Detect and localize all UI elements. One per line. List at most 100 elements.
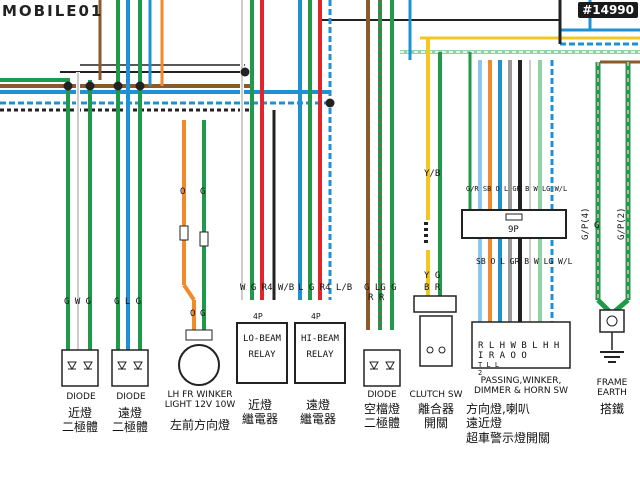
clutch-wires xyxy=(408,0,442,300)
diode2-wires xyxy=(98,0,142,350)
hi-relay-wires xyxy=(298,0,332,300)
clutch-switch-symbol xyxy=(413,295,457,367)
lo-relay-wires xyxy=(240,0,279,300)
clutch-zh: 離合器 開關 xyxy=(406,402,466,431)
clutch-zh-1: 離合器 xyxy=(417,402,454,416)
lo-beam-relay: 4P LO-BEAM RELAY xyxy=(236,312,288,384)
lo-relay-line2: RELAY xyxy=(248,349,276,360)
passing-sw-caption: PASSING,WINKER, DIMMER & HORN SW xyxy=(466,376,576,397)
winker-pin-o-top: O xyxy=(180,187,186,197)
diode3-caption: DIODE xyxy=(367,390,397,400)
code-gr2: GR xyxy=(512,185,521,193)
diode3-zh: 空檔燈 二極體 xyxy=(352,402,412,431)
connector-9p-bottom-codes: SB O L GR B W LG W/L xyxy=(476,258,572,266)
frame-earth-caption-2: EARTH xyxy=(597,388,627,399)
switch-pins-1: R L H W B L H H xyxy=(478,341,560,351)
passing-sw-caption-1: PASSING,WINKER, xyxy=(480,376,562,386)
lo-relay-4p: 4P xyxy=(253,312,263,321)
winker-bulb xyxy=(178,329,220,386)
winker-pin-o-bottom: O xyxy=(190,309,196,319)
diode1-caption: DIODE xyxy=(66,392,96,402)
winker-pin-g-top: G xyxy=(200,187,206,197)
diode2-symbol xyxy=(111,349,149,387)
diode2-zh: 遠燈 二極體 xyxy=(100,406,160,435)
code-sb-b: SB xyxy=(476,257,486,266)
passing-sw-zh-3: 超車警示燈開關 xyxy=(466,430,551,445)
hi-relay-zh-2: 繼電器 xyxy=(299,412,336,427)
code-o: O xyxy=(495,185,500,193)
code-sb: SB xyxy=(482,185,492,193)
diode3-wires xyxy=(366,0,394,330)
diode2-zh-1: 遠燈 xyxy=(117,406,142,420)
passing-sw-zh-2: 遠近燈 xyxy=(466,416,503,431)
lo-relay-zh-2: 繼電器 xyxy=(241,412,278,427)
diode1-zh: 近燈 二極體 xyxy=(50,406,110,435)
code-lg: LG xyxy=(541,185,551,193)
code-l-b: L xyxy=(500,257,505,266)
diode3-symbol xyxy=(363,349,401,387)
switch-pins-4: 2 xyxy=(478,369,483,377)
winker-caption: LH FR WINKER LIGHT 12V 10W xyxy=(160,390,240,411)
diode1-symbol xyxy=(61,349,99,387)
lo-relay-pins: W G R4 W/B xyxy=(240,283,295,293)
code-w-b: W xyxy=(533,257,539,266)
connector-9p-symbol xyxy=(461,209,567,239)
hi-relay-zh: 遠燈 繼電器 xyxy=(288,398,348,427)
hi-relay-line2: RELAY xyxy=(306,349,334,360)
code-b-b: B xyxy=(524,257,530,266)
winker-caption-1: LH FR WINKER xyxy=(167,390,233,400)
code-wl: W/L xyxy=(554,185,568,193)
hi-relay-line1: HI-BEAM xyxy=(301,334,339,344)
code-wl-b: W/L xyxy=(558,257,573,266)
hi-relay-4p: 4P xyxy=(311,312,321,321)
diode2-zh-2: 二極體 xyxy=(111,420,148,435)
clutch-caption: CLUTCH SW xyxy=(409,390,463,400)
diode3-zh-2: 二極體 xyxy=(363,416,400,431)
frame-pin-gp4: G/P(4) xyxy=(581,207,591,240)
clutch-pin-yb: Y/B xyxy=(424,169,441,179)
hi-relay-pins: L G R4 L/B xyxy=(298,283,353,293)
diode3-pins-b: R R xyxy=(368,293,385,303)
code-w: W xyxy=(533,185,538,193)
diode1-wires xyxy=(66,72,92,350)
passing-sw-zh-1: 方向燈,喇叭 xyxy=(466,402,530,416)
frame-earth-caption-1: FRAME xyxy=(596,378,628,388)
lo-relay-zh: 近燈 繼電器 xyxy=(230,398,290,427)
passing-sw-wires xyxy=(468,52,554,330)
diode1-zh-2: 二極體 xyxy=(61,420,98,435)
diode2-caption: DIODE xyxy=(116,392,146,402)
winker-pin-g-bottom: G xyxy=(200,309,206,319)
diode1-pins: G W G xyxy=(64,297,92,307)
frame-pin-gp2: G/P(2) xyxy=(617,207,627,240)
winker-wires xyxy=(148,0,209,330)
frame-earth-zh: 搭鐵 xyxy=(599,402,624,416)
code-l: L xyxy=(503,185,509,193)
passing-switch-symbol xyxy=(471,321,571,369)
frame-pin-g: G xyxy=(594,221,600,231)
horizontal-harness xyxy=(0,64,330,112)
frame-earth-symbol xyxy=(599,309,625,363)
code-gr: G/R xyxy=(466,185,479,193)
clutch-pins-b: B R xyxy=(424,283,441,293)
diode1-zh-1: 近燈 xyxy=(67,406,92,420)
winker-zh: 左前方向燈 xyxy=(169,418,230,432)
clutch-pins: Y G xyxy=(424,271,441,281)
winker-caption-2: LIGHT 12V 10W xyxy=(164,400,236,411)
diode2-pins: G L G xyxy=(114,297,142,307)
switch-pins-2: I R A O O xyxy=(478,351,527,361)
junction-dots xyxy=(63,67,335,108)
passing-sw-caption-2: DIMMER & HORN SW xyxy=(473,386,569,397)
lo-relay-line1: LO-BEAM xyxy=(243,334,281,344)
brand-logo: MOBILE01 xyxy=(2,2,104,20)
frame-earth-caption: FRAME EARTH xyxy=(590,378,634,399)
connector-9p-top-codes: G/R SB O L GR B W LG W/L xyxy=(466,186,567,193)
diode3-pins: G LG G xyxy=(364,283,397,293)
hi-relay-zh-1: 遠燈 xyxy=(305,398,330,412)
clutch-zh-2: 開關 xyxy=(423,416,448,431)
switch-pins-3: T L L xyxy=(478,361,500,369)
lo-relay-zh-1: 近燈 xyxy=(247,398,272,412)
connector-9p-label: 9P xyxy=(508,225,519,235)
diode3-zh-1: 空檔燈 xyxy=(363,402,400,416)
code-gr-b: GR xyxy=(509,257,520,266)
code-o-b: O xyxy=(490,257,496,266)
